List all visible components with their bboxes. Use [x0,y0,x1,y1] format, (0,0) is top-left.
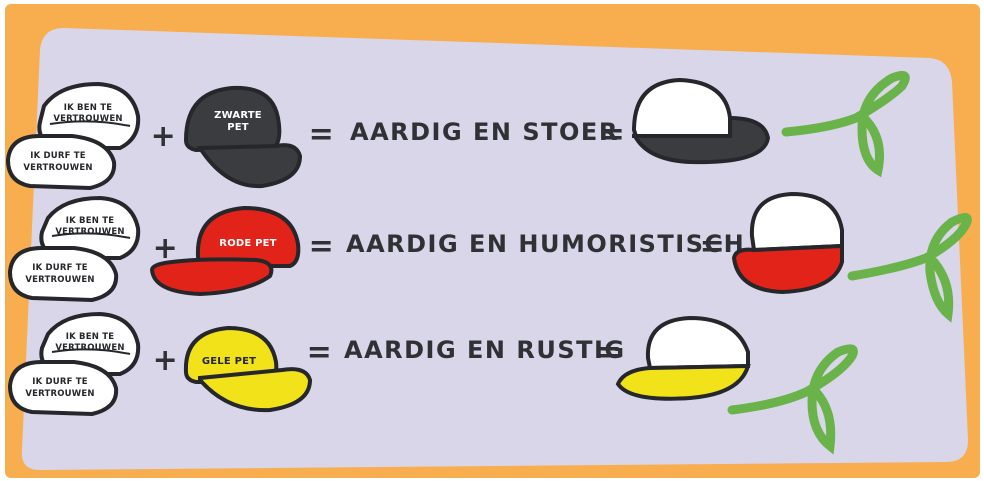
stacked-caps-1: IK BEN TE VERTROUWEN IK DURF TE VERTROUW… [5,81,141,191]
equation-row-1: IK BEN TE VERTROUWEN IK DURF TE VERTROUW… [5,70,910,191]
cap-text-bottom-2: VERTROUWEN [23,163,92,173]
cap-text-top-1: IK BEN TE [66,332,114,342]
cap-text-bottom-1: IK DURF TE [32,377,88,387]
stacked-caps-2: IK BEN TE VERTROUWEN IK DURF TE VERTROUW… [7,195,141,303]
stacked-caps-3: IK BEN TE VERTROUWEN IK DURF TE VERTROUW… [7,311,141,417]
cap-text-top-2: VERTROUWEN [55,227,124,237]
cap-text-top-1: IK BEN TE [64,103,112,113]
equals-sign-2: = [597,335,624,370]
equals-sign-1: = [307,335,334,370]
white-cap-bottom [5,134,117,191]
cap-label-1: GELE PET [202,356,256,367]
green-ribbon-2 [847,213,972,323]
cap-label-1: RODE PET [219,238,276,249]
equals-sign-2: = [600,117,627,152]
cap-label-2: PET [227,122,249,133]
plus-sign: + [153,343,180,378]
equation-row-2: IK BEN TE VERTROUWEN IK DURF TE VERTROUW… [7,191,972,323]
yellow-cap: GELE PET [183,325,313,413]
plus-sign: + [151,119,178,154]
cap-text-top-2: VERTROUWEN [53,114,122,124]
equals-sign-1: = [309,229,336,264]
black-cap: ZWARTE PET [183,85,303,189]
equals-sign-1: = [309,117,336,152]
cap-text-bottom-1: IK DURF TE [30,151,86,161]
result-cap-2 [731,191,844,295]
result-text: AARDIG EN STOER [350,118,619,146]
equals-sign-2: = [700,229,727,264]
cap-text-bottom-2: VERTROUWEN [25,275,94,285]
result-cap-3 [615,315,751,401]
cap-text-top-2: VERTROUWEN [55,343,124,353]
cap-label-1: ZWARTE [214,110,262,121]
equation-row-3: IK BEN TE VERTROUWEN IK DURF TE VERTROUW… [7,311,858,455]
cap-text-bottom-2: VERTROUWEN [25,389,94,399]
result-text: AARDIG EN HUMORISTISCH [346,230,745,258]
result-cap-1 [631,77,771,165]
red-cap: RODE PET [149,205,301,297]
green-ribbon-1 [781,70,910,178]
green-ribbon-3 [727,344,858,455]
cap-text-bottom-1: IK DURF TE [32,263,88,273]
cap-text-top-1: IK BEN TE [66,216,114,226]
result-text: AARDIG EN RUSTIG [344,336,626,364]
